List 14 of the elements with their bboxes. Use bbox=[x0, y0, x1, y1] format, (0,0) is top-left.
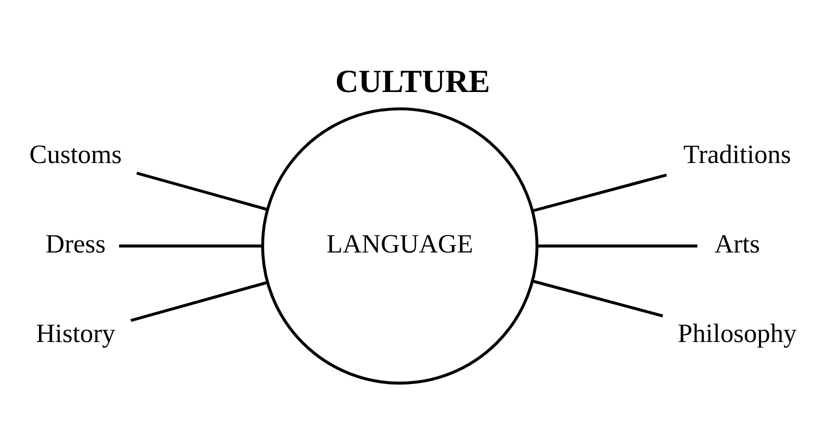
connector bbox=[119, 244, 262, 247]
node-text: Philosophy bbox=[678, 317, 797, 348]
node-circle: LANGUAGE bbox=[261, 106, 538, 384]
connector bbox=[130, 280, 268, 322]
node-text: Dress bbox=[46, 228, 106, 258]
connector bbox=[532, 173, 667, 212]
connector bbox=[532, 279, 664, 317]
connector bbox=[537, 244, 698, 247]
node-text: Arts bbox=[714, 228, 760, 258]
connector bbox=[136, 171, 268, 210]
node-text: Traditions bbox=[683, 138, 791, 168]
node-text: History bbox=[36, 317, 116, 348]
diagram-title: CULTURE bbox=[335, 62, 490, 99]
node-text: Customs bbox=[29, 138, 122, 168]
